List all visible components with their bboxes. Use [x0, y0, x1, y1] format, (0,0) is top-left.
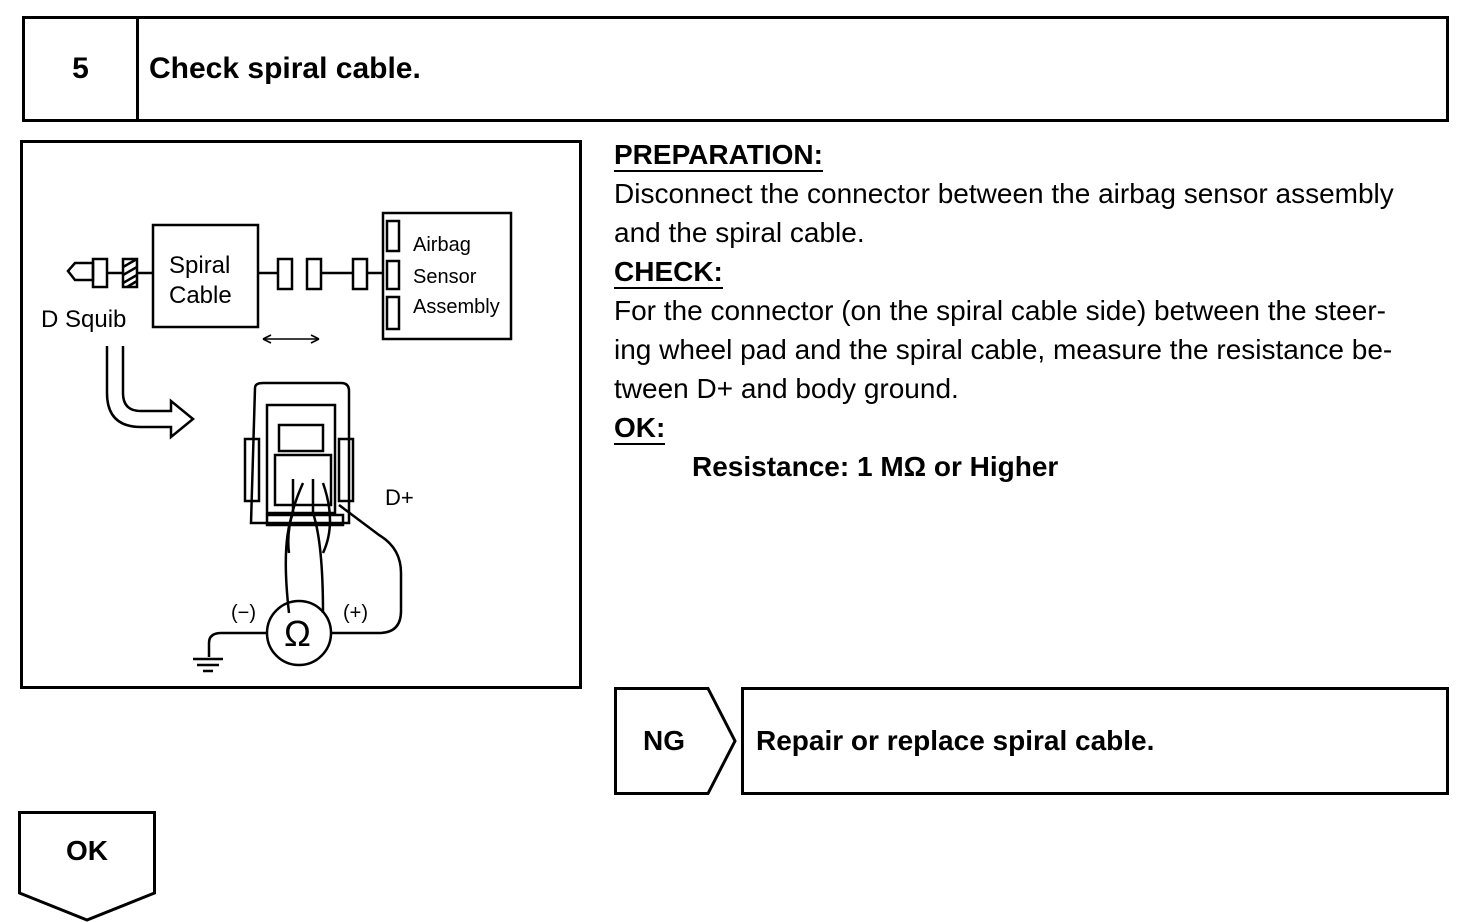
spiral-label: Spiral: [169, 252, 230, 279]
squib-plug: [66, 261, 95, 282]
cable-label: Cable: [169, 282, 232, 309]
circuit-illustration: Spiral Cable D Squib Airbag Sensor Assem…: [41, 211, 513, 673]
preparation-line-2: and the spiral cable.: [614, 217, 865, 248]
d-squib-label: D Squib: [41, 306, 126, 333]
airbag-label: Airbag: [413, 234, 471, 256]
preparation-heading: PREPARATION:: [614, 139, 823, 172]
ng-action-box: Repair or replace spiral cable.: [741, 687, 1449, 795]
ng-action-text: Repair or replace spiral cable.: [756, 725, 1155, 756]
ok-arrow-shape: [18, 811, 156, 922]
spiral-cable-box: [151, 223, 260, 329]
minus-label: (−): [231, 602, 256, 624]
step-header: 5 Check spiral cable.: [22, 16, 1449, 122]
connector-face: [249, 381, 351, 525]
squib-terminal: [91, 257, 109, 289]
resistance-spec: Resistance: 1 MΩ or Higher: [692, 451, 1059, 482]
probe-wire-plus: [331, 504, 403, 635]
ok-heading: OK:: [614, 412, 666, 445]
check-line-1: For the connector (on the spiral cable s…: [614, 295, 1386, 326]
ng-arrow-shape: [614, 687, 737, 795]
ng-tag: NG: [614, 687, 738, 795]
bent-arrow: [105, 346, 195, 440]
check-line-3: tween D+ and body ground.: [614, 373, 959, 404]
spiral-cable-diagram: Spiral Cable D Squib Airbag Sensor Assem…: [20, 140, 582, 689]
sensor-assembly-box: [381, 211, 513, 341]
ground-wire: [207, 631, 267, 657]
ok-label: OK: [66, 835, 108, 866]
assembly-label: Assembly: [413, 296, 500, 318]
check-line-2: ing wheel pad and the spiral cable, meas…: [614, 334, 1393, 365]
step-title: Check spiral cable.: [149, 52, 421, 85]
ng-label: NG: [643, 725, 685, 756]
d-plus-label: D+: [385, 485, 414, 510]
step-number: 5: [25, 19, 139, 119]
ok-tag: OK: [18, 811, 156, 922]
plus-label: (+): [343, 602, 368, 624]
check-heading: CHECK:: [614, 256, 723, 289]
sensor-label: Sensor: [413, 266, 477, 288]
ohm-icon: Ω: [284, 613, 311, 654]
instructions: PREPARATION: Disconnect the connector be…: [614, 135, 1464, 486]
preparation-line-1: Disconnect the connector between the air…: [614, 178, 1394, 209]
